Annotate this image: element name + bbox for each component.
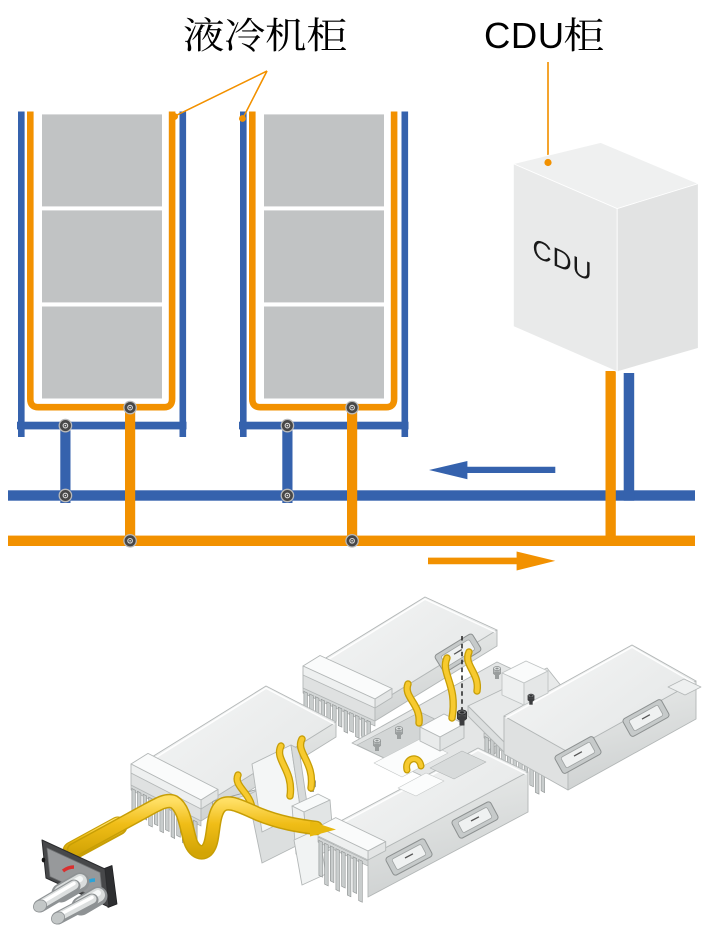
svg-text:CDU: CDU	[484, 15, 565, 56]
